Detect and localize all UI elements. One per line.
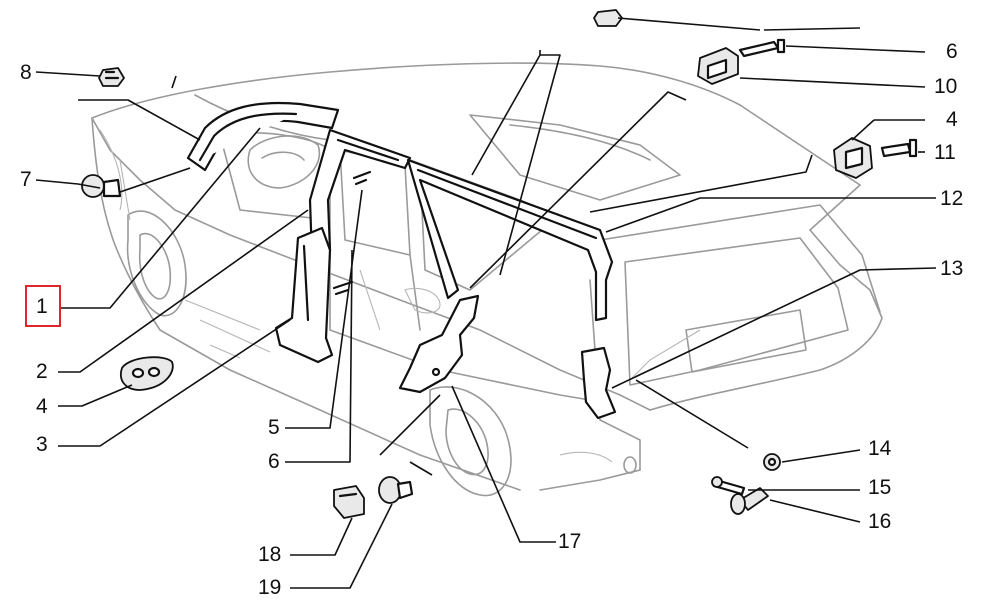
callout-4-right[interactable]: 4	[946, 108, 958, 131]
callout-11[interactable]: 11	[934, 141, 956, 164]
part-18-clip	[333, 485, 365, 519]
callout-6-lower[interactable]: 6	[268, 450, 280, 473]
callout-19[interactable]: 19	[258, 576, 281, 599]
callout-15[interactable]: 15	[868, 476, 891, 499]
part-14-washer	[763, 453, 781, 471]
callout-4-left[interactable]: 4	[36, 395, 48, 418]
part-9-clip-top	[593, 9, 623, 27]
callout-3[interactable]: 3	[36, 433, 48, 456]
callout-18[interactable]: 18	[258, 543, 281, 566]
part-6-screw-top	[738, 38, 786, 58]
callout-2[interactable]: 2	[36, 360, 48, 383]
callout-16[interactable]: 16	[868, 510, 891, 533]
callout-13[interactable]: 13	[940, 257, 963, 280]
part-8-clip	[98, 67, 125, 87]
callout-12[interactable]: 12	[940, 187, 963, 210]
leader-lines	[35, 17, 937, 589]
callout-8[interactable]: 8	[20, 61, 32, 84]
callout-14[interactable]: 14	[868, 437, 892, 460]
part-d-pillar-lower-trim	[580, 346, 617, 420]
callout-6-upper[interactable]: 6	[946, 40, 958, 63]
callout-7[interactable]: 7	[20, 168, 32, 191]
callout-labels: 1 2 4 3 5 6 7 8 6 10 4 11 12 13 14 15 16…	[20, 40, 963, 599]
callout-17[interactable]: 17	[558, 530, 581, 553]
callout-1[interactable]: 1	[36, 295, 48, 318]
part-3-b-pillar-lower-trim	[274, 226, 334, 364]
part-4-retainer-right	[833, 137, 873, 179]
part-screw-b-pillar	[332, 170, 372, 296]
callout-1-highlight-box	[25, 285, 61, 327]
part-16-push-pin	[730, 487, 769, 515]
part-4-grommet-left	[120, 356, 174, 391]
callout-10[interactable]: 10	[934, 75, 957, 98]
part-17-c-pillar-lower-trim	[398, 294, 480, 394]
part-rear-roof-rail-trim	[406, 158, 614, 322]
callout-5[interactable]: 5	[268, 416, 280, 439]
part-10-retainer	[697, 47, 739, 85]
part-11-screw	[880, 138, 918, 158]
part-19-push-rivet	[378, 476, 414, 504]
part-1-windshield-pillar-trim	[186, 101, 340, 172]
part-15-screw	[711, 476, 746, 496]
